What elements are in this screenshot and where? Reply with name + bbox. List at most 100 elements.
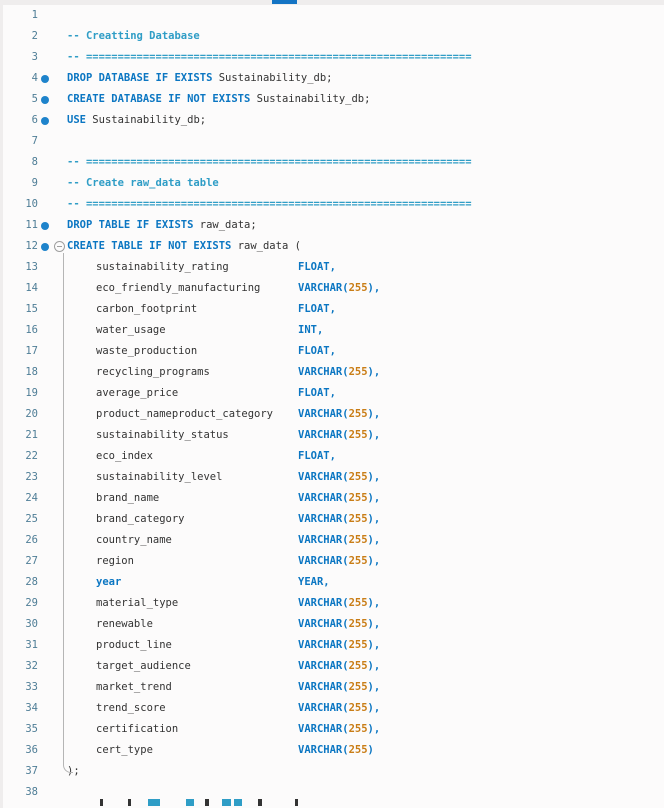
line-number[interactable]: 9 <box>31 177 38 189</box>
line-number[interactable]: 34 <box>25 702 38 714</box>
code-text[interactable]: CREATE DATABASE IF NOT EXISTS Sustainabi… <box>67 89 664 110</box>
line-number[interactable]: 13 <box>25 261 38 273</box>
line-number[interactable]: 6 <box>31 114 38 126</box>
code-text[interactable]: -- =====================================… <box>67 152 664 173</box>
code-text[interactable]: DROP DATABASE IF EXISTS Sustainability_d… <box>67 68 664 89</box>
code-text[interactable]: -- =====================================… <box>67 194 664 215</box>
line-number[interactable]: 18 <box>25 366 38 378</box>
line-number[interactable]: 4 <box>31 72 38 84</box>
line-number[interactable]: 31 <box>25 639 38 651</box>
line-number[interactable]: 36 <box>25 744 38 756</box>
code-text[interactable]: USE Sustainability_db; <box>67 110 664 131</box>
line-number[interactable]: 16 <box>25 324 38 336</box>
line-number[interactable]: 5 <box>31 93 38 105</box>
code-text[interactable]: -- Creatting Database <box>67 26 664 47</box>
line-number[interactable]: 21 <box>25 429 38 441</box>
line-number[interactable]: 3 <box>31 51 38 63</box>
code-line[interactable]: 10 -- ===================================… <box>3 194 664 215</box>
code-line[interactable]: 9 -- Create raw_data table <box>3 173 664 194</box>
code-text[interactable]: ); <box>67 761 664 782</box>
line-number[interactable]: 32 <box>25 660 38 672</box>
line-number[interactable]: 27 <box>25 555 38 567</box>
line-number[interactable]: 29 <box>25 597 38 609</box>
code-line[interactable]: 8 -- ====================================… <box>3 152 664 173</box>
line-number[interactable]: 38 <box>25 786 38 798</box>
code-line[interactable]: 2 -- Creatting Database <box>3 26 664 47</box>
line-number[interactable]: 14 <box>25 282 38 294</box>
line-number[interactable]: 23 <box>25 471 38 483</box>
line-number[interactable]: 10 <box>25 198 38 210</box>
code-text[interactable]: -- =====================================… <box>67 47 664 68</box>
code-text[interactable]: -- Create raw_data table <box>67 173 664 194</box>
line-number[interactable]: 25 <box>25 513 38 525</box>
line-number[interactable]: 2 <box>31 30 38 42</box>
line-number[interactable]: 22 <box>25 450 38 462</box>
code-line[interactable]: 37); <box>3 761 664 782</box>
code-line[interactable]: 6 USE Sustainability_db; <box>3 110 664 131</box>
line-number[interactable]: 15 <box>25 303 38 315</box>
line-number[interactable]: 8 <box>31 156 38 168</box>
code-line[interactable]: 5 CREATE DATABASE IF NOT EXISTS Sustainab… <box>3 89 664 110</box>
code-text[interactable]: DROP TABLE IF EXISTS raw_data; <box>67 215 664 236</box>
line-number[interactable]: 24 <box>25 492 38 504</box>
line-number[interactable]: 37 <box>25 765 38 777</box>
collapse-fold-icon[interactable] <box>54 241 65 252</box>
line-number[interactable]: 11 <box>25 219 38 231</box>
line-number[interactable]: 1 <box>31 9 38 21</box>
line-number[interactable]: 20 <box>25 408 38 420</box>
line-number[interactable]: 7 <box>31 135 38 147</box>
line-number[interactable]: 19 <box>25 387 38 399</box>
line-number[interactable]: 30 <box>25 618 38 630</box>
line-number[interactable]: 35 <box>25 723 38 735</box>
line-number[interactable]: 26 <box>25 534 38 546</box>
code-line[interactable]: 4 DROP DATABASE IF EXISTS Sustainability_… <box>3 68 664 89</box>
top-scroll-indicator[interactable] <box>272 0 297 4</box>
code-line[interactable]: 1 <box>3 5 664 26</box>
line-number[interactable]: 12 <box>25 240 38 252</box>
